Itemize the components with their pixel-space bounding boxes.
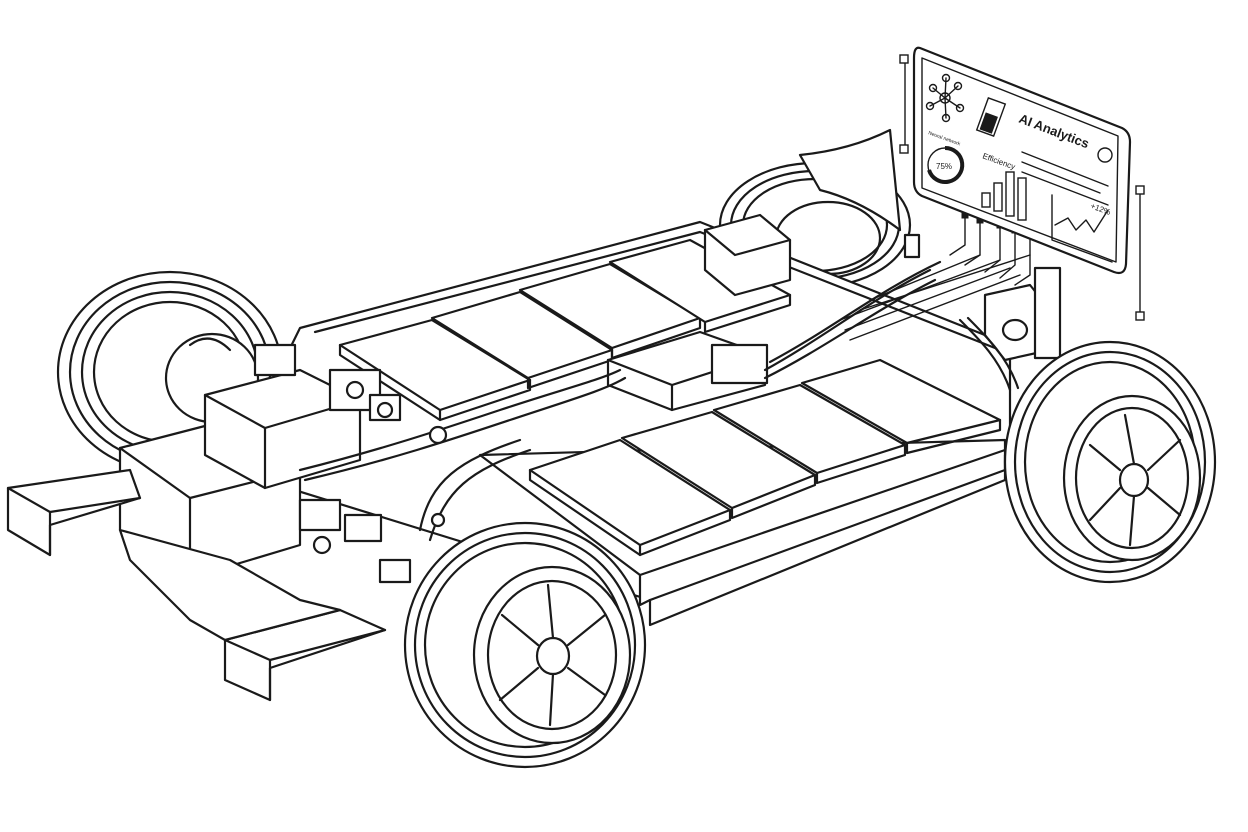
ai-analytics-panel: Neural network Efficiency AI Analytics 7…	[899, 46, 1145, 321]
front-left-wheel	[403, 521, 647, 769]
front-drive-components	[703, 213, 1062, 392]
rear-fender	[798, 128, 902, 232]
bar-chart-widget	[981, 171, 1027, 221]
battery-modules-rear	[338, 238, 792, 422]
status-indicator-icon	[1097, 147, 1113, 163]
gauge-value: 75%	[936, 162, 952, 171]
power-controller	[606, 330, 769, 412]
rear-drive-unit	[118, 343, 412, 584]
neural-network-icon	[925, 73, 965, 123]
battery-tray	[228, 220, 1012, 627]
front-right-wheel	[1003, 340, 1217, 584]
wiring-harness	[298, 254, 1031, 542]
battery-modules-front	[528, 358, 1002, 557]
battery-icon	[975, 97, 1007, 137]
rear-bumper-arms	[6, 468, 387, 702]
efficiency-gauge: 75%	[927, 145, 965, 184]
